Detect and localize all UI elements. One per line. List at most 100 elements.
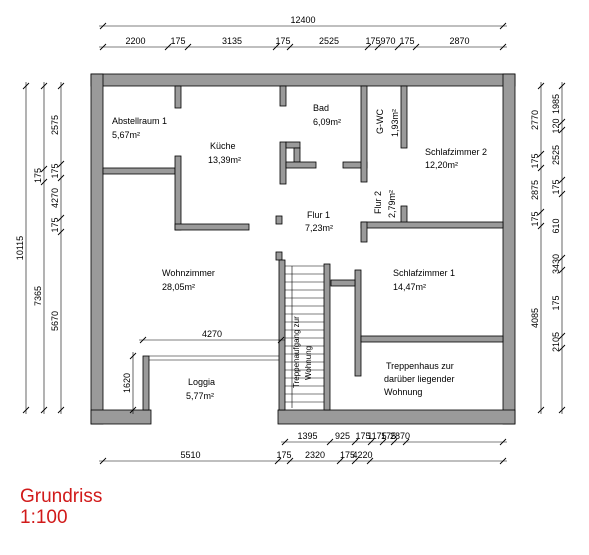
dim-top-8: 2870: [449, 36, 469, 46]
dim-right-inner-1: 175: [530, 153, 540, 168]
room-area-gwc: 1,93m²: [390, 109, 400, 137]
room-area-loggia: 5,77m²: [186, 391, 214, 401]
dim-bottom-inner-5: 2870: [390, 431, 410, 441]
wall-abstell-kueche-upper: [174, 85, 182, 109]
room-name-schlafzimmer2: Schlafzimmer 2: [425, 147, 487, 157]
dim-right-inner-3: 175: [530, 211, 540, 226]
dim-bottom-inner-4: 175: [381, 431, 396, 441]
walls: [90, 73, 516, 425]
dim-bottom-outer-0: 5510: [180, 450, 200, 460]
dim-right-inner-2: 2875: [530, 180, 540, 200]
room-name-bad: Bad: [313, 103, 329, 113]
stair-label-line1: Treppenaufgang zur: [292, 316, 301, 388]
outer-wall-bottom-right: [277, 409, 516, 425]
room-area-schlafzimmer2: 12,20m²: [425, 160, 458, 170]
dim-top-6: 970: [380, 36, 395, 46]
room-area-flur2: 2,79m²: [387, 190, 397, 218]
dim-bottom-inner-1: 925: [335, 431, 350, 441]
outer-wall-bottom-left: [90, 409, 152, 425]
dim-top-5: 175: [365, 36, 380, 46]
room-area-kueche: 13,39m²: [208, 155, 241, 165]
dim-top-total-0: 12400: [290, 15, 315, 25]
dim-loggia-depth-0: 1620: [122, 373, 132, 393]
dim-left-mid-2: 7365: [33, 286, 43, 306]
wall-bad-stub-side: [293, 147, 301, 163]
dim-left-inner-2: 4270: [50, 188, 60, 208]
room-treppenhaus-line2: darüber liegender: [384, 374, 455, 384]
dim-right-outer-3: 175: [551, 179, 561, 194]
room-area-wohnzimmer: 28,05m²: [162, 282, 195, 292]
room-name-schlafzimmer1: Schlafzimmer 1: [393, 268, 455, 278]
outer-wall-left: [90, 73, 104, 425]
dim-top-3: 175: [275, 36, 290, 46]
dim-right-inner-0: 2770: [530, 110, 540, 130]
wall-kueche-left: [174, 155, 182, 231]
dim-left-inner-1: 175: [50, 163, 60, 178]
stair-label-line2: Wohnung: [304, 346, 313, 380]
dim-right-outer-4: 610: [551, 218, 561, 233]
room-name-gwc: G-WC: [375, 109, 385, 134]
dim-right-outer-5: 3430: [551, 254, 561, 274]
room-area-flur1: 7,23m²: [305, 223, 333, 233]
dim-right-outer-7: 2105: [551, 332, 561, 352]
wall-schlaf1-stub: [330, 279, 356, 287]
dim-right-outer-6: 175: [551, 295, 561, 310]
dim-left-inner-0: 2575: [50, 115, 60, 135]
room-name-kueche: Küche: [210, 141, 236, 151]
wall-schlaf1-left: [354, 269, 362, 377]
room-area-bad: 6,09m²: [313, 117, 341, 127]
dim-top-7: 175: [399, 36, 414, 46]
wall-kueche-bottom: [174, 223, 250, 231]
dim-top-0: 2200: [125, 36, 145, 46]
outer-wall-right: [502, 73, 516, 425]
room-name-loggia: Loggia: [188, 377, 215, 387]
dim-left-inner-3: 175: [50, 217, 60, 232]
dim-left-inner-4: 5670: [50, 311, 60, 331]
wall-bad-stub-top: [285, 141, 301, 149]
room-area-abstellraum: 5,67m²: [112, 130, 140, 140]
room-name-abstellraum: Abstellraum 1: [112, 116, 167, 126]
wall-stair-left: [278, 259, 286, 411]
drawing-scale: 1:100: [20, 507, 68, 528]
wall-stub-flur1-b: [275, 251, 283, 261]
drawing-title: Grundriss 1:100: [20, 486, 102, 528]
dim-loggia-width-0: 4270: [202, 329, 222, 339]
room-labels: Abstellraum 1 5,67m² Küche 13,39m² Bad 6…: [112, 103, 487, 401]
staircase: [285, 265, 324, 408]
dim-right-outer-1: 120: [551, 118, 561, 133]
wall-bad-bottom-left: [285, 161, 317, 169]
dim-bottom-inner-0: 1395: [297, 431, 317, 441]
dim-left-mid-1: 175: [33, 168, 43, 183]
wall-flur2-left-lower: [360, 221, 368, 243]
dim-top-1: 175: [170, 36, 185, 46]
dim-bottom-inner-3: 1175: [367, 431, 386, 441]
dim-top-4: 2525: [319, 36, 339, 46]
loggia-outline: [149, 355, 279, 361]
room-name-flur1: Flur 1: [307, 210, 330, 220]
room-area-schlafzimmer1: 14,47m²: [393, 282, 426, 292]
room-name-flur2: Flur 2: [373, 191, 383, 214]
wall-kueche-bad-upper: [279, 85, 287, 107]
wall-flur2-right-lower: [400, 205, 408, 225]
dim-bottom-outer-4: 4220: [352, 450, 372, 460]
dim-right-outer-2: 2525: [551, 145, 561, 165]
wall-kueche-bad-lower: [279, 141, 287, 185]
wall-stair-right: [323, 263, 331, 411]
outer-wall-top: [90, 73, 516, 87]
dim-bottom-inner-2: 175: [355, 431, 370, 441]
dim-right-outer-0: 1985: [551, 94, 561, 114]
wall-schlaf1-top: [360, 221, 504, 229]
drawing-title-text: Grundriss: [20, 486, 103, 507]
room-name-wohnzimmer: Wohnzimmer: [162, 268, 215, 278]
dim-top-2: 3135: [222, 36, 242, 46]
room-treppenhaus-line1: Treppenhaus zur: [386, 361, 454, 371]
wall-treppenhaus-top: [360, 335, 504, 343]
dim-bottom-outer-1: 175: [276, 450, 291, 460]
wall-bad-gwc: [360, 85, 368, 183]
dim-left-total-0: 10115: [15, 236, 25, 260]
dim-bottom-outer-3: 175: [340, 450, 355, 460]
wall-gwc-schlaf2-upper: [400, 85, 408, 149]
